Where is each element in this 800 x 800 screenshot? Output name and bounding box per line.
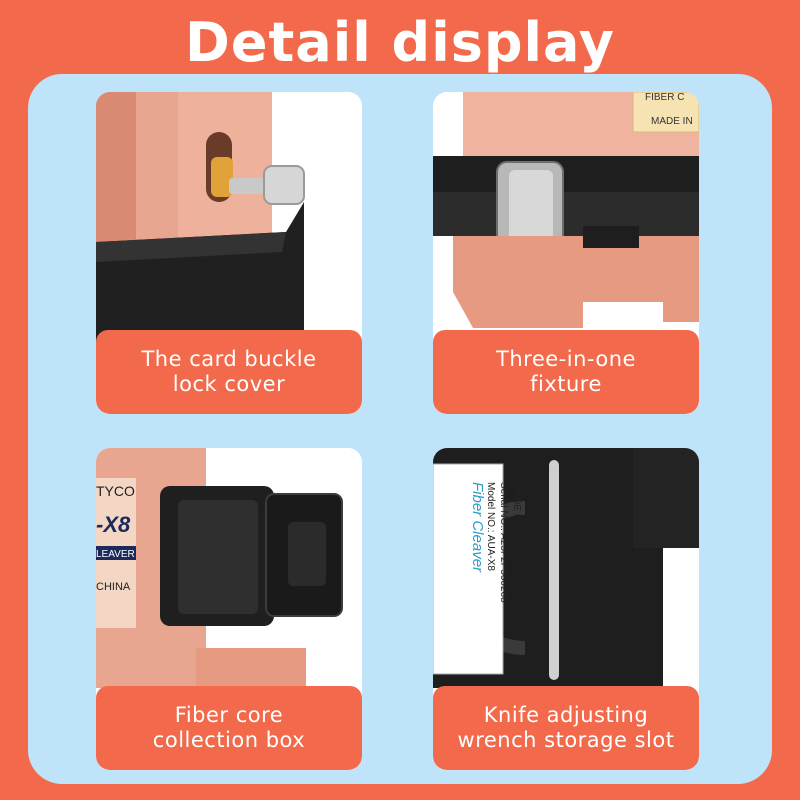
feature-card-fixture: FIBER C MADE IN Three-in-one fixture [433, 92, 699, 414]
fixture-stamp-line-1: FIBER C [645, 92, 684, 103]
page-title: Detail display [185, 10, 615, 74]
box-stamp-line-1: TYCO [96, 483, 135, 499]
fixture-stamp-line-2: MADE IN [651, 116, 693, 127]
wrench-stamp-line-3: Serial NO.: A23F2P300268 [498, 482, 509, 603]
box-stamp-line-2: -X8 [96, 512, 131, 537]
card-buckle-lock-cover-photo [96, 92, 362, 414]
box-stamp-line-4: CHINA [96, 581, 131, 593]
feature-label: Fiber core collection box [96, 686, 362, 770]
wrench-stamp-line-4: MADE IN CHINA [511, 482, 522, 558]
feature-card-lock-cover: The card buckle lock cover [96, 92, 362, 414]
feature-card-collection-box: TYCO -X8 LEAVER CHINA Fiber core collect… [96, 448, 362, 770]
wrench-stamp-line-2: Model NO.: AUA-X8 [485, 482, 496, 571]
feature-label: Three-in-one fixture [433, 330, 699, 414]
feature-card-wrench-slot: Fiber Cleaver Model NO.: AUA-X8 Serial N… [433, 448, 699, 770]
box-stamp-line-3: LEAVER [96, 549, 135, 560]
feature-label: The card buckle lock cover [96, 330, 362, 414]
feature-label: Knife adjusting wrench storage slot [433, 686, 699, 770]
wrench-stamp-line-1: Fiber Cleaver [469, 482, 486, 573]
